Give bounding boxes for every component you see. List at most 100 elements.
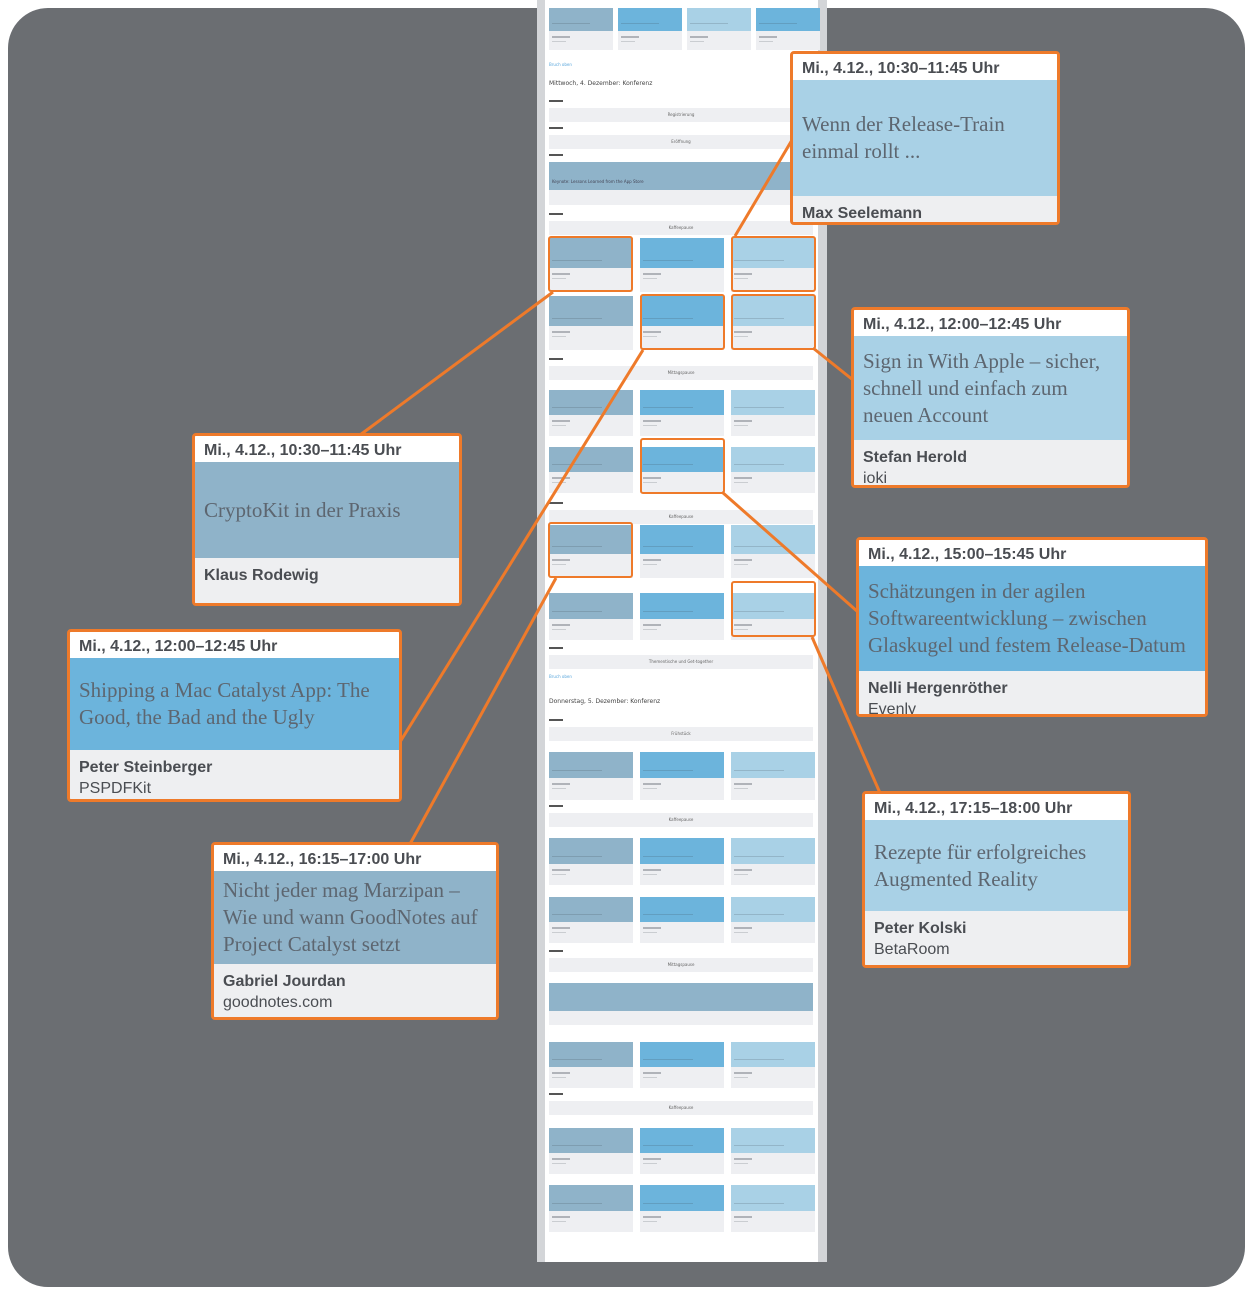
- session-card[interactable]: [549, 983, 813, 1025]
- session-card[interactable]: [549, 390, 633, 436]
- session-highlight: [640, 294, 725, 350]
- time-label: [549, 719, 563, 721]
- session-card[interactable]: [549, 752, 633, 800]
- session-title-text: Sign in With Apple – sicher, schnell und…: [863, 348, 1101, 427]
- session-title: Wenn der Release-Train einmal rollt ...: [793, 80, 1057, 196]
- session-time: Mi., 4.12., 15:00–15:45 Uhr: [859, 540, 1205, 566]
- session-card[interactable]: [731, 525, 815, 578]
- speaker-name: Nelli Hergenröther: [868, 680, 1008, 697]
- time-label: [549, 647, 563, 649]
- session-card[interactable]: [731, 1128, 815, 1174]
- time-label: [549, 805, 563, 807]
- session-card[interactable]: [549, 238, 633, 292]
- session-highlight: [731, 581, 816, 637]
- session-card[interactable]: [549, 593, 633, 640]
- session-title-text: Schätzungen in der agilen Softwareentwic…: [868, 579, 1186, 657]
- session-time: Mi., 4.12., 10:30–11:45 Uhr: [793, 54, 1057, 80]
- speaker-info: Klaus Rodewig: [195, 558, 459, 603]
- time-label: [549, 100, 563, 102]
- session-title-text: CryptoKit in der Praxis: [204, 497, 401, 522]
- session-card[interactable]: [549, 1042, 633, 1088]
- session-card[interactable]: [756, 8, 820, 50]
- schedule-break: Kaffeepause: [549, 221, 813, 235]
- session-title: Shipping a Mac Catalyst App: The Good, t…: [70, 658, 399, 750]
- session-card[interactable]: [549, 296, 633, 350]
- speaker-company: PSPDFKit: [79, 780, 152, 797]
- session-card[interactable]: [549, 1128, 633, 1174]
- keynote-card[interactable]: Keynote: Lessons Learned from the App St…: [549, 162, 813, 205]
- speaker-name: Max Seelemann: [802, 205, 923, 222]
- speaker-name: Peter Steinberger: [79, 759, 213, 776]
- session-card[interactable]: [549, 897, 633, 943]
- connector-line: [398, 349, 645, 743]
- session-highlight: [548, 522, 633, 578]
- session-card[interactable]: [731, 390, 815, 436]
- speaker-company: Evenly: [868, 701, 917, 717]
- schedule-break: Mittagspause: [549, 958, 813, 972]
- session-card[interactable]: [640, 447, 724, 493]
- session-time: Mi., 4.12., 12:00–12:45 Uhr: [854, 310, 1127, 336]
- schedule-break: Thementische und Get-together: [549, 655, 813, 669]
- time-label: [549, 950, 563, 952]
- speaker-company: goodnotes.com: [223, 994, 333, 1011]
- time-label: [549, 502, 563, 504]
- speaker-name: Gabriel Jourdan: [223, 973, 346, 990]
- session-title-text: Nicht jeder mag Marzipan – Wie und wann …: [223, 878, 478, 956]
- session-card[interactable]: [549, 1185, 633, 1232]
- session-card[interactable]: [640, 1042, 724, 1088]
- session-card[interactable]: [731, 752, 815, 800]
- back-link[interactable]: Bruch oben: [549, 62, 572, 67]
- connector-line: [359, 290, 554, 437]
- session-card[interactable]: [731, 897, 815, 943]
- session-card[interactable]: [640, 897, 724, 943]
- time-label: [549, 358, 563, 360]
- session-highlight: [731, 236, 816, 292]
- session-card[interactable]: [618, 8, 682, 50]
- session-time: Mi., 4.12., 17:15–18:00 Uhr: [865, 794, 1128, 820]
- connector-line: [721, 490, 859, 614]
- day-heading: Donnerstag, 5. Dezember: Konferenz: [549, 698, 661, 705]
- session-card[interactable]: [731, 593, 815, 640]
- session-card[interactable]: [640, 1128, 724, 1174]
- session-card[interactable]: [731, 1185, 815, 1232]
- schedule-break: Eröffnung: [549, 135, 813, 149]
- back-link[interactable]: Bruch oben: [549, 674, 572, 679]
- session-card[interactable]: [731, 238, 815, 292]
- session-card[interactable]: [731, 838, 815, 885]
- session-card[interactable]: [687, 8, 751, 50]
- session-highlight: [731, 294, 816, 350]
- session-title: Rezepte für erfolgreiches Augmented Real…: [865, 820, 1128, 911]
- session-title-text: Shipping a Mac Catalyst App: The Good, t…: [79, 678, 370, 729]
- session-card[interactable]: [640, 238, 724, 292]
- speaker-company: ioki: [863, 470, 888, 487]
- session-card[interactable]: [731, 1042, 815, 1088]
- session-callout: Mi., 4.12., 15:00–15:45 Uhr Schätzungen …: [856, 537, 1208, 717]
- session-card[interactable]: [549, 8, 613, 50]
- time-label: [549, 1093, 563, 1095]
- session-card[interactable]: [549, 447, 633, 493]
- session-title: Schätzungen in der agilen Softwareentwic…: [859, 566, 1205, 671]
- session-card[interactable]: [640, 1185, 724, 1232]
- time-label: [549, 213, 563, 215]
- connector-line: [810, 636, 882, 794]
- session-card[interactable]: [640, 752, 724, 800]
- speaker-name: Stefan Herold: [863, 449, 968, 466]
- speaker-name: Peter Kolski: [874, 920, 967, 937]
- time-label: [549, 127, 563, 129]
- speaker-name: Klaus Rodewig: [204, 567, 319, 584]
- speaker-info: Stefan Herold ioki: [854, 440, 1127, 485]
- session-card[interactable]: [731, 296, 815, 350]
- session-card[interactable]: [640, 296, 724, 350]
- session-card[interactable]: [549, 838, 633, 885]
- session-card[interactable]: [640, 593, 724, 640]
- session-card[interactable]: [640, 525, 724, 578]
- session-card[interactable]: [640, 390, 724, 436]
- session-title: Sign in With Apple – sicher, schnell und…: [854, 336, 1127, 440]
- session-card[interactable]: [731, 447, 815, 493]
- session-callout: Mi., 4.12., 16:15–17:00 Uhr Nicht jeder …: [211, 842, 499, 1020]
- session-card[interactable]: [549, 525, 633, 578]
- session-card[interactable]: [640, 838, 724, 885]
